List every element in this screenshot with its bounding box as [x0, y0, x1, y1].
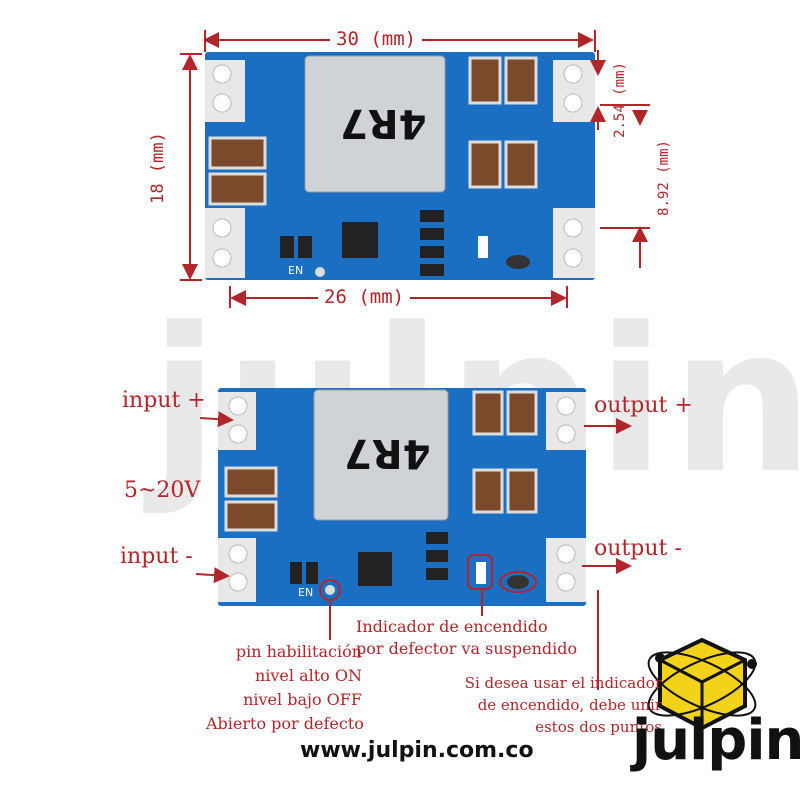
dim-offset-right: 8.92 (mm): [655, 140, 672, 216]
ic-chip: [342, 222, 378, 258]
bottom-en-label: EN: [298, 586, 314, 599]
website-url: www.julpin.com.co: [300, 738, 534, 763]
note-enable-line: nivel bajo OFF: [243, 690, 362, 709]
dim-pitch-right: 2.54 (mm): [611, 62, 628, 138]
dim-width-top: 30 (mm): [330, 28, 423, 50]
note-join: Si desea usar el indicador de encendido,…: [440, 672, 662, 738]
bottom-board: [218, 388, 586, 606]
note-enable-line: Abierto por defecto: [206, 714, 364, 733]
bottom-chip-label: 4R7: [344, 430, 431, 476]
label-output-plus: output +: [594, 393, 693, 418]
label-output-minus: output -: [594, 536, 682, 561]
top-right-terminals: [553, 60, 595, 278]
note-enable: pin habilitación nivel alto ON nivel baj…: [206, 640, 364, 736]
top-board: [205, 52, 595, 280]
label-input-plus: input +: [122, 388, 206, 413]
top-left-terminals: [205, 60, 245, 278]
top-chip-label: 4R7: [340, 100, 427, 146]
note-join-line: Si desea usar el indicador: [464, 674, 662, 692]
julpin-logo-icon: [647, 637, 757, 731]
note-indicator: Indicador de encendido por defector va s…: [356, 616, 577, 660]
note-enable-line: nivel alto ON: [254, 666, 362, 685]
note-indicator-line: Indicador de encendido: [356, 617, 548, 636]
top-en-label: EN: [288, 264, 304, 277]
dim-height-left: 18 (mm): [147, 128, 168, 208]
label-input-minus: input -: [120, 544, 193, 569]
label-voltage: 5~20V: [124, 478, 201, 503]
brand-name: julpin: [632, 708, 800, 773]
note-indicator-line: por defector va suspendido: [356, 639, 578, 658]
inductor: [304, 55, 446, 193]
note-enable-line: pin habilitación: [235, 642, 362, 661]
dim-width-bottom: 26 (mm): [318, 286, 411, 308]
annotation-arrows: [195, 411, 632, 690]
note-join-line: estos dos puntos: [535, 718, 662, 736]
note-join-line: de encendido, debe unir: [477, 696, 662, 714]
